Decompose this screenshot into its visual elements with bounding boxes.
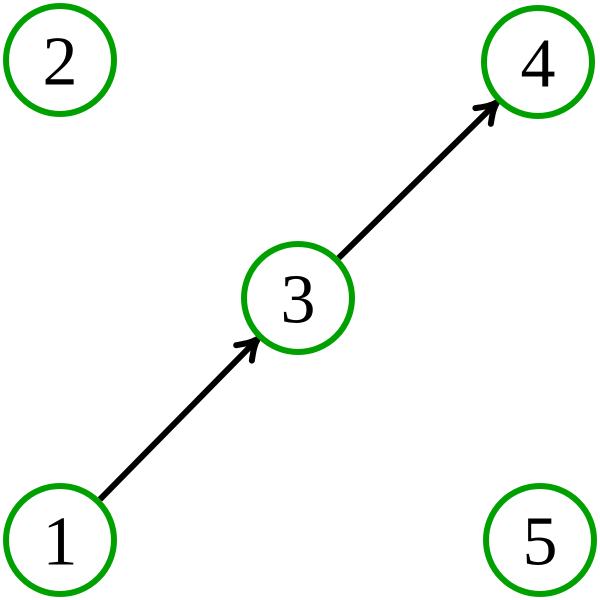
node-label-1: 1 — [43, 504, 78, 581]
node-2[interactable]: 2 — [3, 3, 117, 117]
node-1[interactable]: 1 — [3, 483, 117, 597]
edge-1-3 — [97, 335, 262, 502]
node-4[interactable]: 4 — [481, 5, 595, 119]
node-5[interactable]: 5 — [483, 483, 597, 597]
node-circle-2[interactable] — [3, 3, 117, 117]
edge-3-4 — [336, 98, 501, 261]
node-circle-3[interactable] — [241, 241, 355, 355]
node-label-4: 4 — [521, 26, 556, 103]
node-label-3: 3 — [281, 262, 316, 339]
node-label-2: 2 — [43, 24, 78, 101]
node-3[interactable]: 3 — [241, 241, 355, 355]
node-circle-4[interactable] — [481, 5, 595, 119]
node-circle-5[interactable] — [483, 483, 597, 597]
node-label-5: 5 — [523, 504, 558, 581]
node-circle-1[interactable] — [3, 483, 117, 597]
